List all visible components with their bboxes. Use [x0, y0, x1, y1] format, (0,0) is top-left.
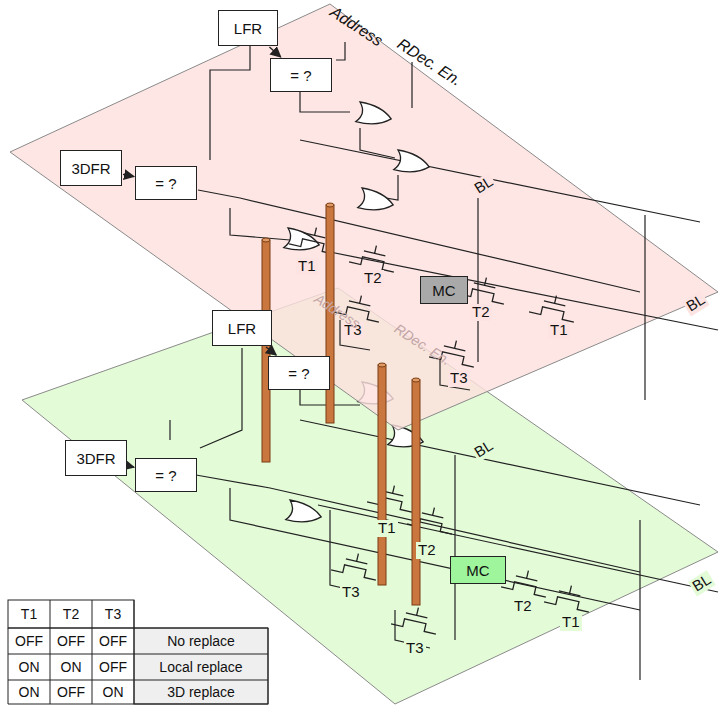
memory-cell: MC	[420, 276, 468, 304]
node-label: LFR	[234, 20, 262, 37]
top-layer-plane	[10, 4, 718, 430]
table-cell: ON	[92, 680, 134, 704]
transistor-label: T3	[448, 370, 470, 387]
node-label: = ?	[288, 365, 309, 382]
table-cell: OFF	[50, 680, 92, 704]
table-cell: T1	[8, 600, 50, 628]
table-cell: ON	[8, 654, 50, 680]
table-cell: OFF	[50, 628, 92, 654]
arrow-connector	[123, 174, 134, 176]
node-label: 3DFR	[76, 450, 115, 467]
node-label: MC	[466, 562, 489, 579]
transistor-label: T3	[340, 584, 362, 601]
table-cell: 3D replace	[134, 680, 268, 704]
3dfr-register: 3DFR	[60, 150, 122, 186]
compare-box: = ?	[268, 356, 330, 390]
table-cell: No replace	[134, 628, 268, 654]
arrow-connector	[266, 347, 276, 355]
table-cell: T3	[92, 600, 134, 628]
node-label: = ?	[290, 67, 311, 84]
table-cell: Local replace	[134, 654, 268, 680]
transistor-label: T1	[376, 520, 398, 537]
transistor-label: T1	[296, 258, 318, 275]
arrow-connector	[269, 47, 280, 57]
transistor-label: T2	[470, 304, 492, 321]
transistor-label: T3	[404, 640, 426, 657]
node-label: = ?	[155, 467, 176, 484]
transistor-label: T2	[416, 542, 438, 559]
state-table-grid	[8, 600, 268, 704]
memory-cell: MC	[450, 556, 506, 584]
node-label: MC	[432, 282, 455, 299]
top-layer-wires	[198, 42, 718, 400]
table-cell: T2	[50, 600, 92, 628]
lfr-register: LFR	[212, 310, 272, 346]
compare-box: = ?	[135, 166, 197, 200]
bitline-label: BL	[688, 570, 716, 596]
lfr-register: LFR	[218, 10, 278, 46]
table-cell: OFF	[92, 654, 134, 680]
transistor-label: T2	[362, 270, 384, 287]
transistor-label: T1	[560, 614, 582, 631]
table-cell: ON	[8, 680, 50, 704]
node-label: LFR	[228, 320, 256, 337]
node-label: 3DFR	[71, 160, 110, 177]
compare-box: = ?	[135, 458, 197, 492]
arrow-connector	[128, 466, 134, 467]
tsv-pillars	[262, 203, 420, 605]
compare-box: = ?	[270, 58, 332, 92]
table-cell: OFF	[8, 628, 50, 654]
transistor-label: T1	[548, 322, 570, 339]
table-cell: ON	[50, 654, 92, 680]
transistor-label: T2	[512, 598, 534, 615]
3dfr-register: 3DFR	[65, 440, 127, 476]
table-cell: OFF	[92, 628, 134, 654]
node-label: = ?	[155, 175, 176, 192]
